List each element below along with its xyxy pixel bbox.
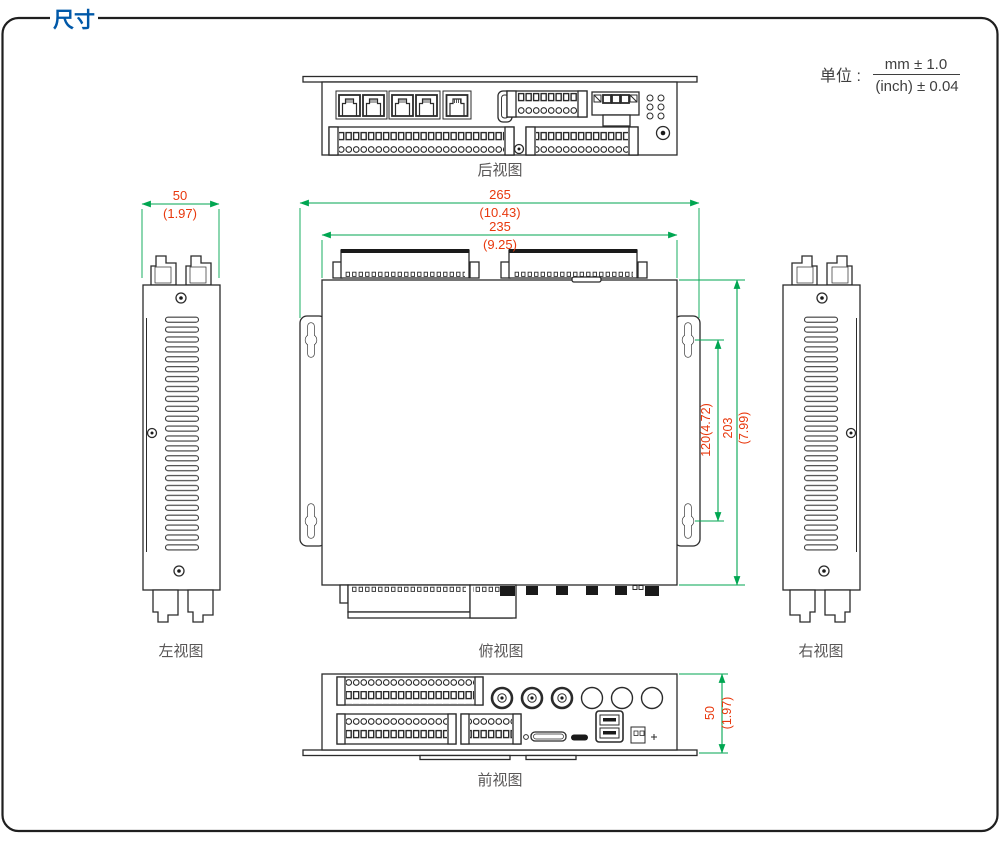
svg-text:50: 50 [703,706,717,720]
dim-side-width: 50 (1.97) [141,188,220,278]
dim-height: 50 (1.97) [679,673,734,754]
svg-text:50: 50 [173,188,187,203]
terminal-block-right [525,126,639,156]
page-border [1,16,999,833]
svg-text:120(4.72): 120(4.72) [699,403,713,457]
dim-overall-width: 265 (10.43) [299,187,700,318]
terminal-block-bottom-right [460,713,522,745]
left-view: 50 (1.97) 左视图 [141,188,221,660]
foot-tab [525,754,577,761]
foot-tab [419,754,511,761]
svg-text:235: 235 [489,219,511,234]
rear-terminal-connector [500,249,648,279]
front-view: 50 (1.97) 前视图 [302,673,734,789]
rj45-dual-block [388,90,441,120]
units-label: 单位 : [820,67,861,85]
rear-view: 后视图 [302,75,698,179]
terminal-block-top [336,676,484,706]
antenna-connectors [490,686,574,710]
power-terminal [591,91,640,127]
front-terminal-connector [339,584,517,619]
usb-ports [595,710,624,743]
chassis-top [321,279,678,586]
front-edge-ports [500,585,659,596]
top-view: 265 (10.43) 235 (9.25) 120(4.72) 203 (7.… [299,187,751,660]
right-view: 右视图 [782,255,861,660]
led-indicators [646,94,665,120]
svg-text:(1.97): (1.97) [720,697,734,730]
svg-text:(1.97): (1.97) [163,206,197,221]
page-title: 尺寸 [53,8,95,32]
svg-text:203: 203 [721,418,735,439]
units-note: 单位 : mm ± 1.0 (inch) ± 0.04 [820,56,960,95]
dim-body-width: 235 (9.25) [321,219,678,278]
dim-mount-pitch: 120(4.72) [695,339,724,522]
sd-card-slot [530,731,567,742]
svg-text:(9.25): (9.25) [483,237,517,252]
center-tab [571,276,602,283]
terminal-block-left [328,126,515,156]
led-indicator [523,734,529,740]
terminal-block-10pin [506,90,588,118]
rj45-single-block [442,90,472,120]
mounting-plate-edge [302,75,698,83]
rear-view-label: 后视图 [477,162,522,179]
keyhole-mount-slots [304,322,695,539]
svg-text:265: 265 [489,187,511,202]
terminal-block-bottom-left [336,713,457,745]
rj45-dual-block [335,90,388,120]
dip-switch [630,726,646,744]
front-view-label: 前视图 [477,772,522,789]
round-openings [580,686,664,710]
svg-text:(10.43): (10.43) [479,205,520,220]
right-view-label: 右视图 [798,643,843,660]
top-view-label: 俯视图 [478,643,523,660]
dim-depth: 203 (7.99) [679,279,751,586]
units-mm: mm ± 1.0 [885,56,947,73]
left-view-label: 左视图 [158,643,203,660]
reset-mark [651,734,657,740]
rear-terminal-connector [332,249,480,279]
mounting-plate-edge [302,749,698,757]
sim-card-slot [571,734,588,741]
svg-text:(7.99): (7.99) [737,412,751,445]
title-backing [50,6,98,30]
units-inch: (inch) ± 0.04 [875,78,958,95]
